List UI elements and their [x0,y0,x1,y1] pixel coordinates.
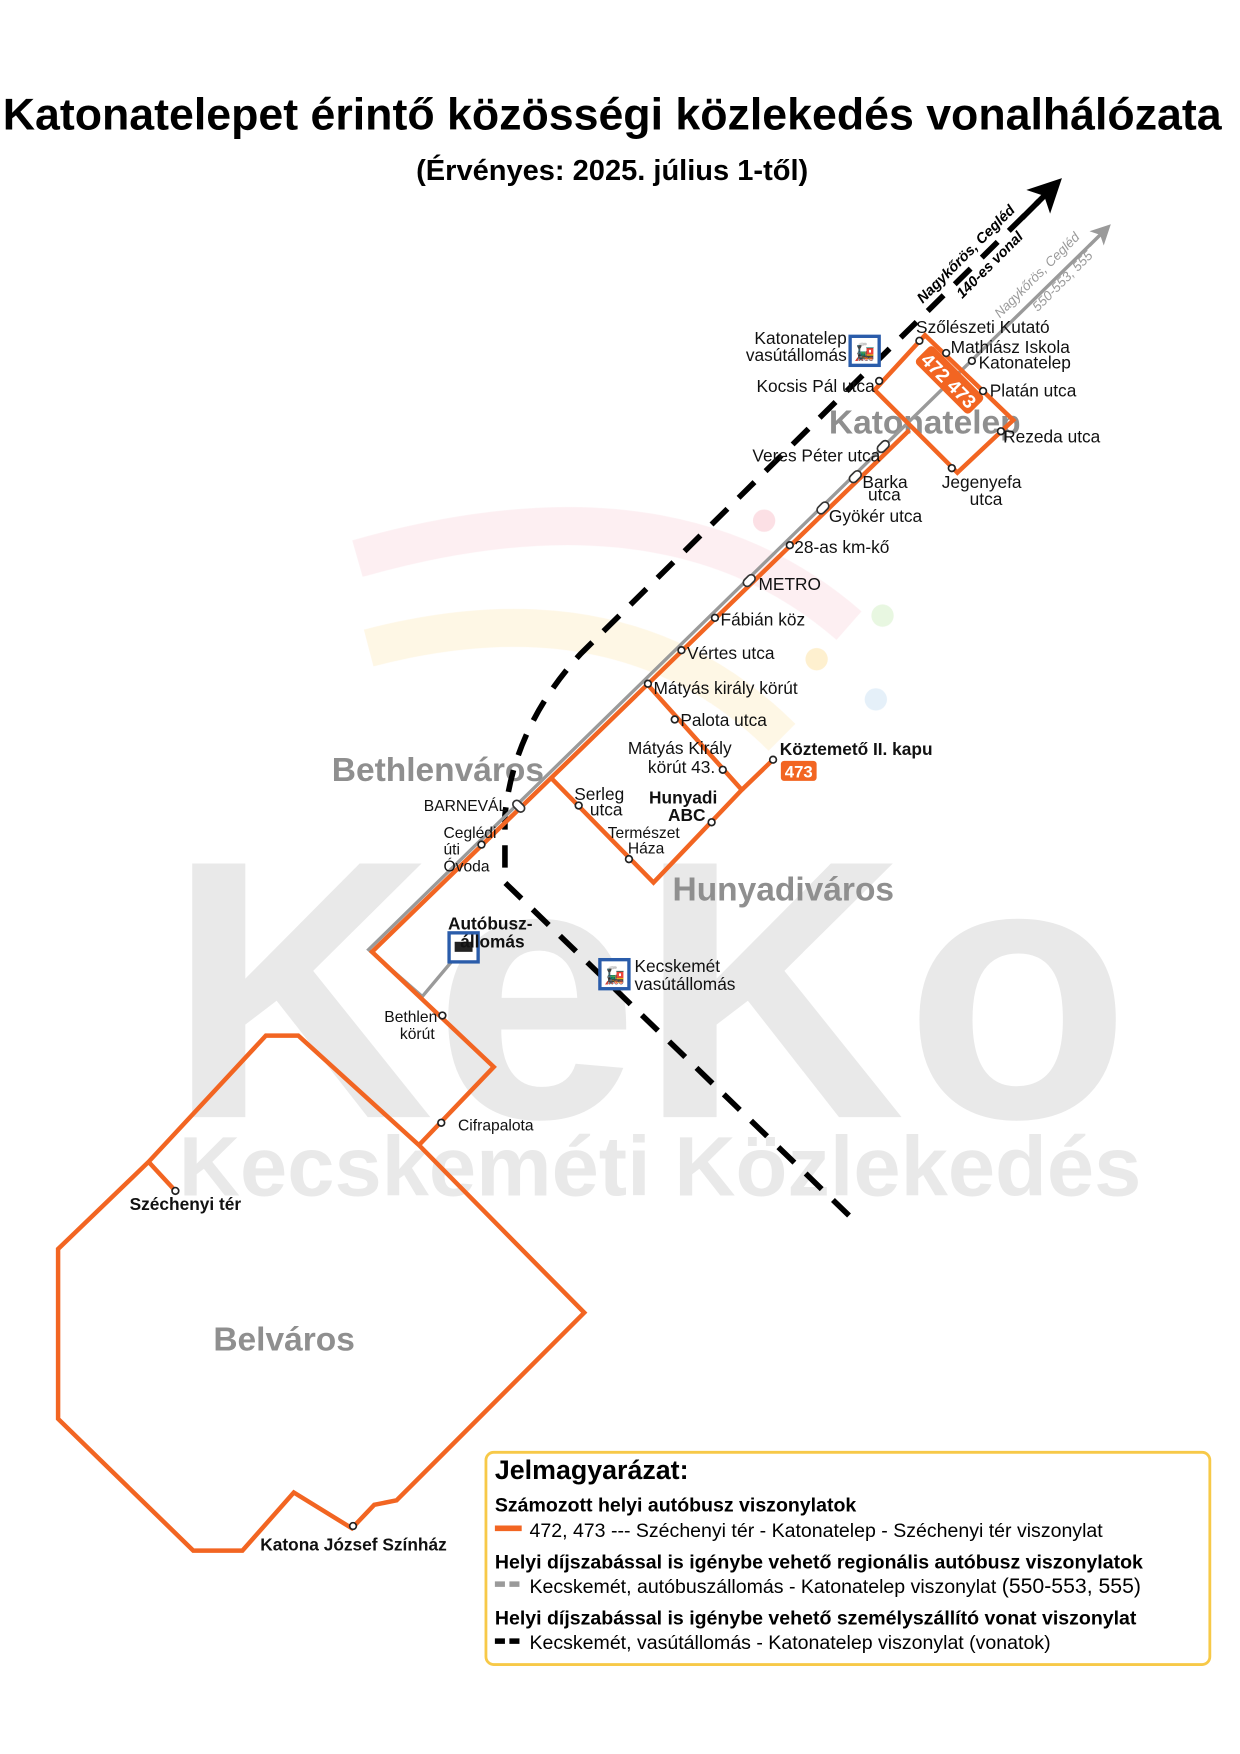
regional-direction-arrow [1088,224,1111,248]
route-badge-473: 473 [780,760,817,782]
district-belvaros: Belváros [213,1322,355,1359]
stop-matyas43: Mátyás Király [628,738,732,758]
stop-jegenyefa-2: utca [970,489,1003,509]
stop-serleg: Serleg [574,784,624,804]
rail-line [502,199,1041,1218]
legend-item: Kecskemét, autóbuszállomás - Katonatelep… [530,1575,1141,1598]
stop-koztemeto: Köztemető II. kapu [780,739,933,759]
stop-ceglédi-2: úti [443,842,460,859]
train-station-icon[interactable]: 🚂 [598,957,631,991]
stop-termeszet: Természet [608,825,681,842]
stop-mathiasz: Mathiász Iskola [951,337,1071,357]
stop-metro: METRO [759,574,821,594]
watermark-logo: KeKo [168,784,1131,1196]
stop-palota: Palota utca [680,710,767,730]
stop-km28: 28-as km-kő [794,537,889,557]
legend-heading: Jelmagyarázat: [495,1455,689,1485]
stop-bethlen-2: körút [400,1026,435,1043]
legend-section-title: Számozott helyi autóbusz viszonylatok [495,1495,857,1517]
station-label-bus-2: állomás [460,931,524,951]
stop-matyas: Mátyás király körút [654,678,798,698]
station-label-kecskemet: Kecskemét [635,956,721,976]
stop-matyas43-2: körút 43. [648,757,715,777]
stop-kocsis: Kocsis Pál utca [756,376,875,396]
district-hunyadivaros: Hunyadiváros [673,871,895,908]
stop-gyoker: Gyökér utca [829,506,923,526]
watermark: KeKo Kecskeméti Közlekedés [168,507,1142,1213]
legend: Jelmagyarázat: Számozott helyi autóbusz … [484,1450,1212,1666]
stop-cifrapalota: Cifrapalota [458,1118,534,1135]
stop-szoleszeti: Szőlészeti Kutató [916,317,1050,337]
stop-termeszet-2: Háza [628,841,665,858]
legend-section-title: Helyi díjszabással is igénybe vehető reg… [495,1551,1143,1573]
svg-text:🚂: 🚂 [854,342,875,362]
stop-barneval: BARNEVÁL [424,796,508,815]
stop-serleg-2: utca [590,800,623,820]
district-katonatelep: Katonatelep [829,405,1021,442]
stop-rezeda: Rezeda utca [1003,426,1100,446]
svg-text:473: 473 [785,763,813,782]
stop-hunyadi-abc-2: ABC [668,805,706,825]
stop-bethlen: Bethlen [384,1009,437,1026]
legend-section-title: Helyi díjszabással is igénybe vehető sze… [495,1607,1137,1629]
rail-direction-arrow [1020,178,1062,220]
station-label-katonatelep: Katonatelep [754,328,846,348]
watermark-text: Kecskeméti Közlekedés [179,1118,1142,1213]
legend-item: 472, 473 --- Széchenyi tér - Katonatelep… [530,1520,1104,1542]
stop-ceglédi-3: Óvoda [443,856,489,875]
stop-platan: Platán utca [990,381,1077,401]
svg-text:🚂: 🚂 [604,965,625,985]
stop-katonatelep: Katonatelep [979,353,1071,373]
stop-ceglédi: Ceglédi [443,825,496,842]
stop-vertes: Vértes utca [687,643,775,663]
page-subtitle: (Érvényes: 2025. július 1-től) [416,153,808,187]
stop-jegenyefa: Jegenyefa [942,472,1022,492]
stop-szechenyi: Széchenyi tér [130,1194,242,1214]
train-station-icon[interactable]: 🚂 [848,334,881,368]
stop-veres: Veres Péter utca [752,445,880,465]
bus-station-icon[interactable] [447,931,480,964]
station-label-bus: Autóbusz- [448,914,533,934]
station-label-kecskemet-2: vasútállomás [635,974,736,994]
stop-markers [171,336,1006,1531]
station-label-katonatelep-2: vasútállomás [746,345,847,365]
page-title: Katonatelepet érintő közösségi közlekedé… [3,91,1223,140]
legend-item: Kecskemét, vasútállomás - Katonatelep vi… [530,1632,1051,1654]
stop-barka-2: utca [868,485,901,505]
stop-barka: Barka [862,472,908,492]
stop-fabian: Fábián köz [721,610,806,630]
stop-katona: Katona József Színház [260,1535,447,1555]
stop-hunyadi-abc: Hunyadi [649,787,717,807]
bus-line-472-473 [55,332,1017,1553]
